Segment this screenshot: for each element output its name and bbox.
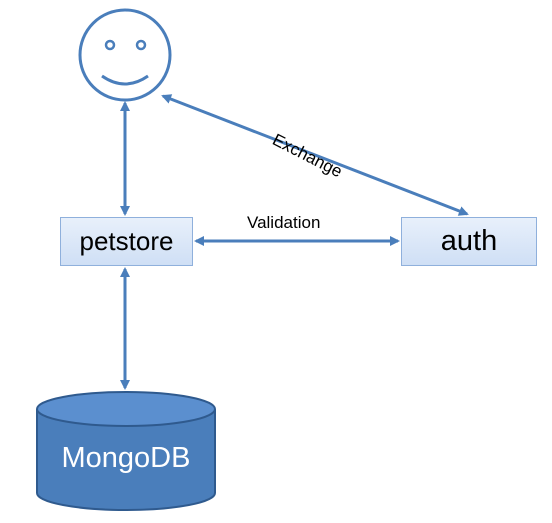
validation-edge-label: Validation: [247, 213, 321, 232]
user-smiley-icon: [78, 8, 172, 102]
exchange-arrow: [161, 94, 469, 216]
auth-node: auth: [401, 217, 537, 266]
database-cylinder-icon: [36, 391, 216, 511]
auth-label: auth: [440, 225, 498, 257]
database-label: MongoDB: [61, 442, 191, 474]
petstore-node: petstore: [60, 217, 193, 266]
petstore-label: petstore: [79, 226, 174, 256]
